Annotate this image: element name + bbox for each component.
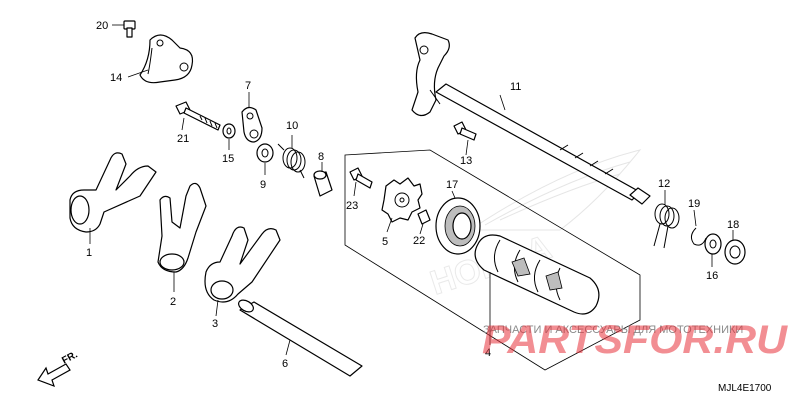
part-16-washer (704, 233, 722, 267)
callout-6: 6 (282, 358, 288, 370)
part-8-pin (313, 162, 333, 197)
callout-17: 17 (446, 179, 458, 191)
part-18-oil-seal (724, 230, 746, 265)
callout-11: 11 (510, 81, 521, 93)
callout-8: 8 (318, 151, 324, 163)
part-9-collar (256, 143, 274, 175)
callout-13: 13 (460, 155, 472, 167)
part-6-guide-shaft (238, 299, 363, 377)
callout-2: 2 (170, 296, 176, 308)
part-19-circlip (690, 209, 707, 246)
callout-21: 21 (177, 133, 189, 145)
subassembly-outline (344, 149, 641, 371)
part-13-bolt (453, 121, 477, 156)
front-direction-arrow: FR. (37, 349, 80, 388)
callout-3: 3 (212, 318, 218, 330)
part-12-spring (653, 190, 680, 249)
callout-16: 16 (706, 270, 718, 282)
direction-label: FR. (60, 349, 80, 366)
callout-14: 14 (110, 72, 122, 84)
callout-22: 22 (413, 235, 425, 247)
callout-18: 18 (727, 219, 739, 231)
part-10-spring (277, 135, 306, 179)
part-21-bolt (175, 101, 221, 131)
part-20-bolt (112, 20, 136, 38)
callout-1: 1 (86, 247, 92, 259)
watermark-brand: PARTSFOR.RU (482, 318, 788, 362)
part-4-shift-drum (474, 234, 600, 345)
part-15-washer (222, 123, 236, 150)
part-7-stopper-arm (241, 92, 263, 143)
callout-23: 23 (346, 200, 358, 212)
callout-20: 20 (96, 20, 108, 32)
callout-9: 9 (260, 179, 266, 191)
callout-5: 5 (382, 236, 388, 248)
part-17-bearing (435, 190, 481, 255)
callout-19: 19 (688, 198, 700, 210)
diagram-code: MJL4E1700 (718, 383, 772, 394)
part-5-drum-center (381, 177, 423, 233)
watermark-tagline: ЗАПЧАСТИ И АКСЕССУАРЫ ДЛЯ МОТОТЕХНИКИ (483, 324, 743, 336)
part-1-shift-fork (69, 152, 157, 244)
callout-12: 12 (658, 178, 670, 190)
part-23-bolt (349, 167, 373, 197)
callout-10: 10 (286, 120, 298, 132)
part-22-dowel-pin (417, 209, 431, 235)
part-2-shift-fork (157, 182, 207, 292)
callout-4: 4 (485, 347, 491, 359)
callout-7: 7 (245, 80, 251, 92)
part-14-bracket (127, 34, 194, 84)
part-3-shift-fork (204, 226, 281, 317)
callout-15: 15 (222, 153, 234, 165)
part-11-shift-spindle (411, 32, 651, 205)
